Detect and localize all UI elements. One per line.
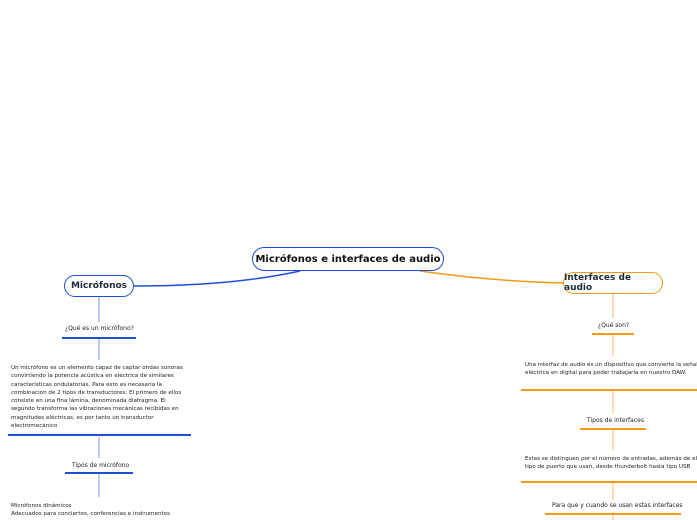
definition-line: Una interfaz de audio es un dispositivo … bbox=[525, 362, 697, 368]
subtopic-para-que-se-usan[interactable]: Para que y cuando se usan estas interfac… bbox=[552, 502, 683, 509]
subtopic-que-son[interactable]: ¿Qué son? bbox=[598, 322, 630, 329]
types-line: tipo de puerto que usan, desde thunderbo… bbox=[525, 464, 691, 471]
underline-para-que-se-usan bbox=[545, 513, 681, 515]
central-topic[interactable]: Micrófonos e interfaces de audio bbox=[252, 247, 444, 271]
link-central-to-interfaces bbox=[419, 270, 564, 284]
definition-line: eléctrica en digital para poder trabajar… bbox=[525, 370, 687, 377]
link-central-to-microfonos bbox=[133, 270, 301, 287]
subtopic-tipos-de-interfaces[interactable]: Tipos de interfaces bbox=[587, 417, 644, 424]
dynamic-line: Micrófonos dinámicos bbox=[11, 503, 72, 509]
topic-microfonos-label: Micrófonos bbox=[70, 281, 128, 291]
dynamic-line: Adecuados para conciertos, conferencias … bbox=[11, 511, 171, 518]
underline-que-son bbox=[592, 333, 634, 335]
definition-line: convirtiendo la potencia acústica en elé… bbox=[11, 373, 174, 380]
topic-interfaces-de-audio[interactable]: Interfaces de audio bbox=[563, 272, 663, 294]
underline-interfaces-distinction bbox=[521, 481, 697, 483]
types-line: Estas se distinguen por el número de ent… bbox=[525, 456, 697, 462]
definition-line: magnitudes eléctricas, es por tanto un t… bbox=[11, 414, 154, 421]
microfonos-dinamicos[interactable]: Micrófonos dinámicos Adecuados para conc… bbox=[11, 502, 201, 519]
microfono-definition[interactable]: Un micrófono es un elemento capaz de cap… bbox=[11, 364, 196, 430]
topic-interfaces-label: Interfaces de audio bbox=[564, 273, 632, 293]
underline-que-es-microfono bbox=[62, 337, 136, 339]
topic-microfonos[interactable]: Micrófonos bbox=[64, 275, 134, 297]
underline-tipos-de-interfaces bbox=[580, 428, 646, 430]
definition-line: electromecánico bbox=[11, 423, 58, 430]
interfaz-definition[interactable]: Una interfaz de audio es un dispositivo … bbox=[525, 361, 697, 378]
subtopic-que-es-microfono[interactable]: ¿Qué es un micrófono? bbox=[65, 325, 134, 332]
central-topic-label: Micrófonos e interfaces de audio bbox=[255, 253, 441, 265]
definition-line: consiste en una fina lámina, denominada … bbox=[11, 398, 166, 405]
interfaces-distinction[interactable]: Estas se distinguen por el número de ent… bbox=[525, 455, 697, 472]
underline-tipos-de-microfono bbox=[65, 472, 133, 474]
definition-line: características ondulatorias. Para esto … bbox=[11, 381, 162, 388]
definition-line: combinación de 2 tipos de transductores:… bbox=[11, 389, 182, 396]
definition-line: segundo transforma las vibraciones mecán… bbox=[11, 406, 179, 413]
underline-interfaz-definition bbox=[521, 389, 697, 391]
subtopic-tipos-de-microfono[interactable]: Tipos de micrófono bbox=[72, 462, 130, 469]
definition-line: Un micrófono es un elemento capaz de cap… bbox=[11, 365, 183, 371]
underline-microfono-definition bbox=[8, 434, 191, 436]
